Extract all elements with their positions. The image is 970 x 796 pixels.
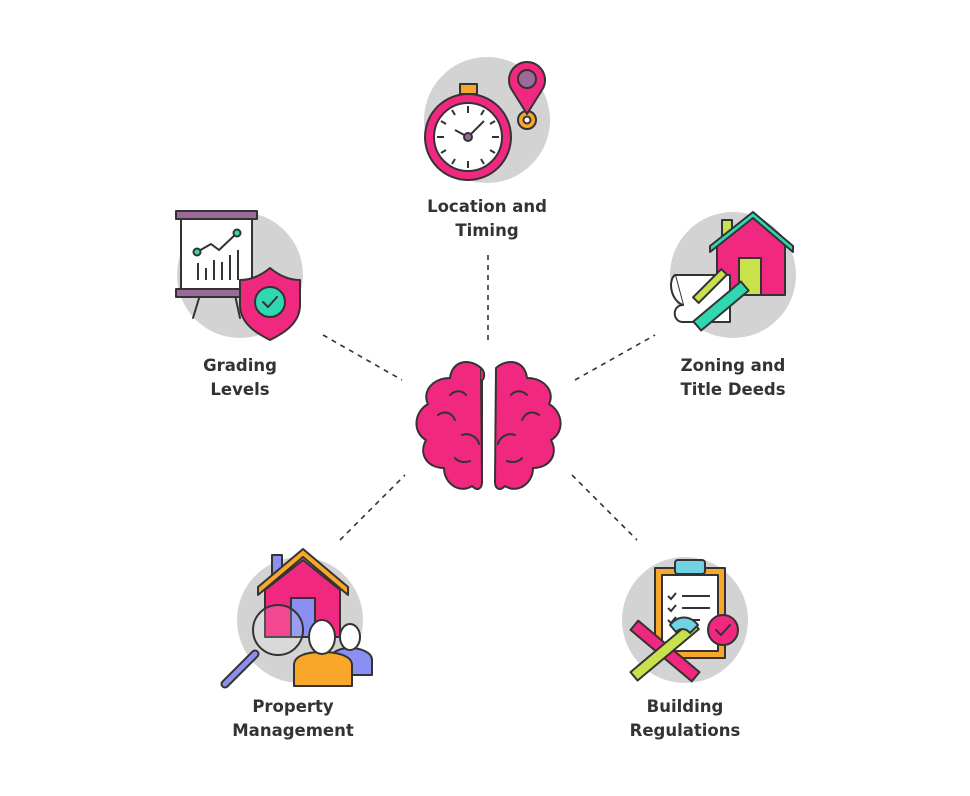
node-location: Location and Timing <box>424 57 550 240</box>
connector-building <box>571 474 638 541</box>
connector-zoning <box>574 334 656 381</box>
node-label-line-2: Management <box>232 721 354 740</box>
node-label-line-2: Title Deeds <box>680 380 785 399</box>
node-grading: Grading Levels <box>175 210 303 399</box>
clipboard-hammer-ruler-icon <box>622 557 748 683</box>
house-magnifier-people-icon <box>220 548 373 689</box>
house-blueprint-ruler-icon <box>670 211 796 338</box>
node-property: Property Management <box>220 548 373 740</box>
stopwatch-location-pin-icon <box>424 57 550 183</box>
connector-property <box>339 474 406 541</box>
node-label-line-1: Building <box>647 697 724 716</box>
node-label-line-1: Zoning and <box>681 356 786 375</box>
node-building: Building Regulations <box>622 557 748 740</box>
node-label-line-1: Location and <box>427 197 547 216</box>
node-zoning: Zoning and Title Deeds <box>670 211 796 399</box>
node-label-line-2: Levels <box>210 380 269 399</box>
node-label-line-2: Regulations <box>630 721 741 740</box>
connectors <box>322 255 656 541</box>
chart-board-shield-icon <box>175 210 303 341</box>
node-label-line-2: Timing <box>455 221 518 240</box>
node-label-line-1: Property <box>252 697 334 716</box>
connector-grading <box>322 334 403 381</box>
node-label-line-1: Grading <box>203 356 277 375</box>
brain-icon <box>415 361 562 490</box>
